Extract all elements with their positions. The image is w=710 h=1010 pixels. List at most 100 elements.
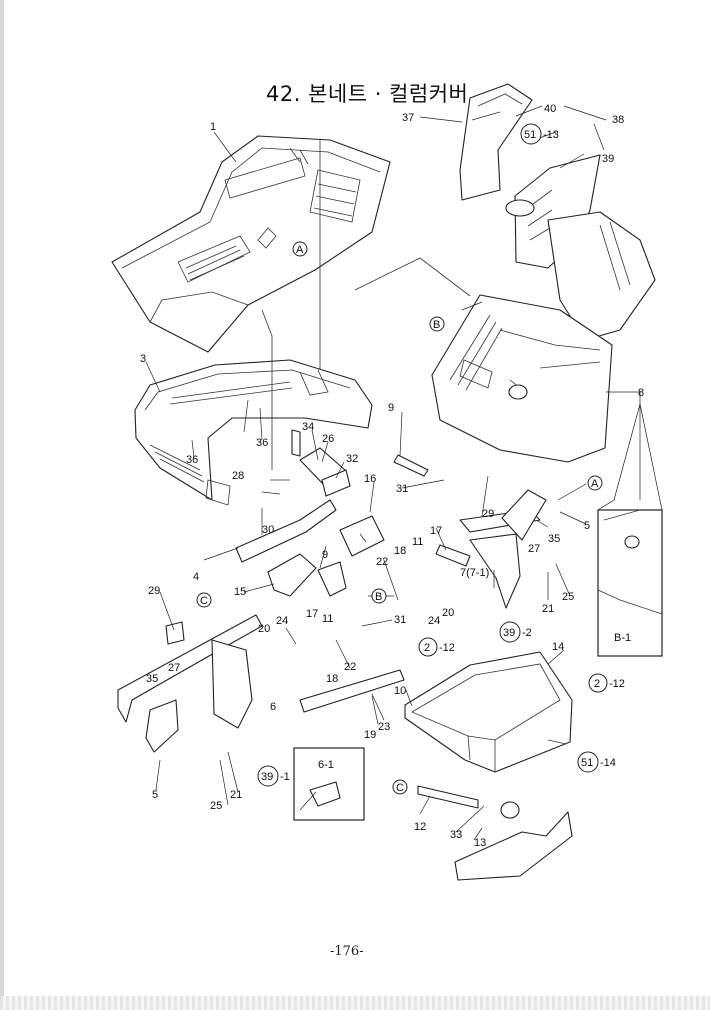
- label-part-38: 38: [612, 114, 624, 126]
- label-part-31-b: 31: [394, 614, 406, 626]
- label-part-17-b: 17: [306, 608, 318, 620]
- part-51-14-switch: [454, 811, 573, 881]
- leader-lines: [145, 105, 663, 841]
- circled-b-2: B: [375, 591, 382, 603]
- label-part-30: 30: [262, 524, 274, 536]
- label-part-29-a: 29: [482, 508, 494, 520]
- label-part-32: 32: [346, 453, 358, 465]
- label-part-36-b: 36: [186, 454, 198, 466]
- label-part-18-a: 18: [394, 545, 406, 557]
- part-12-pin: [417, 785, 479, 809]
- label-part-11-a: 11: [412, 536, 423, 548]
- label-part-5-left: 5: [152, 789, 158, 801]
- circled-c-2: C: [396, 782, 404, 794]
- label-part-21-a: 21: [542, 603, 554, 615]
- label-part-19: 19: [364, 729, 376, 741]
- label-part-24-b: 24: [276, 615, 288, 627]
- circled-c-1: C: [200, 595, 208, 607]
- label-part-15: 15: [234, 586, 246, 598]
- part-5-bracket-left: [145, 699, 179, 753]
- label-part-37: 37: [402, 112, 414, 124]
- part-9-spring: [317, 561, 347, 597]
- label-part-14: 14: [552, 641, 564, 653]
- label-part-6-1: 6-1: [318, 759, 334, 771]
- scan-edge-bottom: [0, 996, 710, 1010]
- label-part-4: 4: [193, 571, 199, 583]
- label-part-31-a: 31: [396, 483, 408, 495]
- part-16-plate: [339, 515, 385, 557]
- part-6-lever: [211, 639, 253, 729]
- label-part-35-a: 35: [548, 533, 560, 545]
- circled-a-1: A: [296, 244, 304, 256]
- label-part-6: 6: [270, 701, 276, 713]
- label-part-9-top: 9: [388, 402, 394, 414]
- label-part-3: 3: [140, 353, 146, 365]
- circled-a-2: A: [591, 478, 599, 490]
- label-part-16: 16: [364, 473, 376, 485]
- part-1-bonnet-cover: [111, 135, 391, 353]
- label-part-21-b: 21: [230, 789, 242, 801]
- label-part-13: 13: [474, 837, 486, 849]
- part-15-lever: [267, 553, 317, 597]
- suffix-51-14: -14: [600, 757, 616, 769]
- part-4-bracket: [235, 499, 337, 563]
- part-number-labels: 1 3 4 5 5 6 6-1 7(7-1) 8 9 9 10 11 11 12…: [140, 103, 644, 849]
- label-part-22-b: 22: [344, 661, 356, 673]
- label-part-25-b: 25: [210, 800, 222, 812]
- label-part-5-right: 5: [584, 520, 590, 532]
- label-part-12: 12: [414, 821, 426, 833]
- part-38-column-cover: [459, 83, 656, 341]
- label-part-22-a: 22: [376, 556, 388, 568]
- page-title: 42. 본네트 · 컬럼커버: [266, 82, 469, 106]
- page-number: -176-: [330, 944, 364, 959]
- part-9-spring-top: [393, 454, 429, 477]
- part-39-2-lever: [469, 533, 521, 609]
- suffix-2-12-a: -12: [439, 642, 455, 654]
- label-part-7: 7(7-1): [460, 567, 489, 579]
- label-part-18-b: 18: [326, 673, 338, 685]
- label-part-1: 1: [210, 121, 216, 133]
- label-part-9-mid: 9: [322, 549, 328, 561]
- label-part-26: 26: [322, 433, 334, 445]
- label-part-8: 8: [638, 387, 644, 399]
- label-part-28: 28: [232, 470, 244, 482]
- label-part-40: 40: [544, 103, 556, 115]
- label-part-33: 33: [450, 829, 462, 841]
- label-part-25-a: 25: [562, 591, 574, 603]
- circled-39-2: 39: [503, 627, 515, 639]
- label-part-36-a: 36: [256, 437, 268, 449]
- suffix-2-12-b: -12: [609, 678, 625, 690]
- circled-b-1: B: [433, 319, 440, 331]
- part-8-column-lower-cover: [431, 294, 613, 463]
- label-part-27-b: 27: [168, 662, 180, 674]
- label-part-39: 39: [602, 153, 614, 165]
- label-part-11-b: 11: [322, 613, 333, 625]
- part-10-rod: [299, 669, 405, 713]
- inset-b1: [293, 509, 663, 821]
- label-part-20-b: 20: [258, 623, 270, 635]
- label-part-24-a: 24: [428, 615, 440, 627]
- label-part-10: 10: [394, 685, 406, 697]
- circled-markers: A A B B C C 51 -13 51 -14 39 -2 39 -1 2: [196, 123, 625, 795]
- circled-51-14: 51: [581, 757, 593, 769]
- circled-39-1: 39: [261, 771, 273, 783]
- part-5-bracket-right: [501, 489, 547, 541]
- label-part-35-b: 35: [146, 673, 158, 685]
- suffix-39-2: -2: [522, 627, 532, 639]
- label-part-27-a: 27: [528, 543, 540, 555]
- label-part-29-b: 29: [148, 585, 160, 597]
- mechanism-linkage: [117, 140, 573, 881]
- label-part-17-a: 17: [430, 525, 442, 537]
- scan-edge-left: [0, 0, 4, 1010]
- circled-2-12-b: 2: [594, 678, 600, 690]
- suffix-51-13: -13: [543, 129, 559, 141]
- suffix-39-1: -1: [280, 771, 290, 783]
- label-part-20-a: 20: [442, 607, 454, 619]
- label-part-34: 34: [302, 421, 314, 433]
- circled-2-12-a: 2: [424, 642, 430, 654]
- inset-label-b1: B-1: [614, 632, 631, 644]
- part-14-base-tray: [404, 651, 573, 773]
- circled-51-13: 51: [524, 129, 536, 141]
